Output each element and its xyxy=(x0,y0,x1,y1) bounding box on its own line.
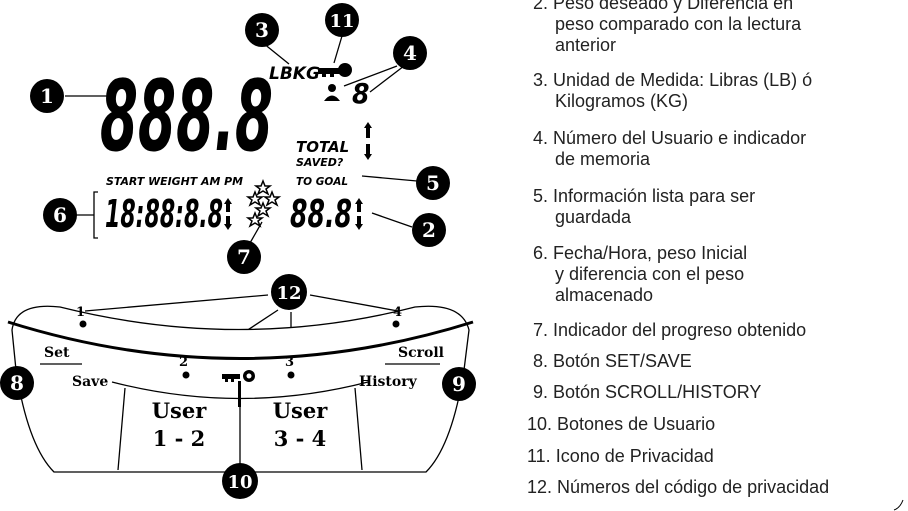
svg-text:10: 10 xyxy=(227,472,252,493)
callout-1: 1 xyxy=(30,79,64,113)
legend-item-3b: Kilogramos (KG) xyxy=(555,91,689,111)
callout-11: 11 xyxy=(325,3,359,37)
scroll-label: Scroll xyxy=(398,345,444,361)
legend-item-7: 7. Indicador del progreso obtenido xyxy=(533,320,807,340)
code-dot-3 xyxy=(287,371,295,379)
set-save-button[interactable]: Set Save xyxy=(40,345,108,390)
callout-3: 3 xyxy=(245,13,279,47)
svg-text:7: 7 xyxy=(237,245,251,269)
code-number-2: 2 xyxy=(179,355,188,370)
history-label: History xyxy=(359,374,418,390)
start-weight-ampm-label: START WEIGHT AM PM xyxy=(106,176,244,188)
saved-label: SAVED? xyxy=(296,156,344,169)
svg-text:8: 8 xyxy=(10,371,24,395)
total-label: TOTAL xyxy=(296,138,349,156)
scroll-history-button[interactable]: Scroll History xyxy=(359,345,444,390)
date-time-digits: 18:88:8.8 xyxy=(105,192,223,236)
callout-10: 10 xyxy=(222,463,258,499)
legend-item-10: 10. Botones de Usuario xyxy=(527,414,716,434)
code-number-1: 1 xyxy=(76,305,85,320)
progress-stars-icon xyxy=(245,178,282,228)
code-number-3: 3 xyxy=(285,355,294,370)
keypad: 1 2 3 4 Set Save Scroll History User xyxy=(7,305,474,473)
callout-6: 6 xyxy=(43,198,77,232)
callout-4: 4 xyxy=(393,36,427,70)
legend-item-2b: peso comparado con la lectura xyxy=(555,14,802,34)
svg-text:2: 2 xyxy=(422,218,436,242)
svg-text:4: 4 xyxy=(403,41,417,65)
code-dot-2 xyxy=(182,371,190,379)
svg-text:1: 1 xyxy=(40,84,54,108)
units-label: LBKG xyxy=(269,64,320,84)
callout-9: 9 xyxy=(442,367,476,401)
user12-line1: User xyxy=(152,398,207,423)
user34-line1: User xyxy=(273,398,328,423)
user-number-digit: 8 xyxy=(352,77,370,110)
code-dot-1 xyxy=(79,320,87,328)
legend-item-2a: 2. Peso deseado y Diferencia en xyxy=(533,0,794,13)
user-icon xyxy=(324,84,340,101)
trend-arrows-main xyxy=(364,122,372,160)
trend-arrows-right xyxy=(355,198,363,230)
corner-mark xyxy=(893,499,904,511)
callout-2: 2 xyxy=(412,213,446,247)
legend-item-6b: y diferencia con el peso xyxy=(555,264,745,284)
set-label: Set xyxy=(44,345,70,361)
trend-arrows-left xyxy=(224,198,232,230)
legend-item-5b: guardada xyxy=(555,207,632,227)
code-number-4: 4 xyxy=(393,305,402,320)
save-label: Save xyxy=(72,374,108,390)
callout-12: 12 xyxy=(271,274,307,310)
user12-line2: 1 - 2 xyxy=(153,426,206,451)
legend-item-5a: 5. Información lista para ser xyxy=(533,186,756,206)
legend-item-8: 8. Botón SET/SAVE xyxy=(533,351,692,371)
legend-item-11: 11. Icono de Privacidad xyxy=(527,446,714,466)
legend-item-9: 9. Botón SCROLL/HISTORY xyxy=(533,382,762,402)
svg-text:5: 5 xyxy=(426,171,440,195)
keypad-arc xyxy=(7,320,474,360)
date-area-bracket xyxy=(93,191,98,239)
to-goal-label: TO GOAL xyxy=(296,176,348,188)
user34-line2: 3 - 4 xyxy=(274,426,327,451)
svg-text:9: 9 xyxy=(452,372,466,396)
callout-7: 7 xyxy=(227,240,261,274)
code-dot-4 xyxy=(392,320,400,328)
lcd-display: 888.8 LBKG 8 TOTAL SAVED? START WEIGHT A… xyxy=(93,60,372,239)
svg-text:12: 12 xyxy=(276,283,301,304)
user-3-4-button[interactable]: User 3 - 4 xyxy=(273,398,328,451)
svg-text:3: 3 xyxy=(255,18,269,42)
main-weight-digits: 888.8 xyxy=(100,60,273,174)
svg-text:11: 11 xyxy=(329,11,354,32)
legend-item-4a: 4. Número del Usuario e indicador xyxy=(533,128,807,148)
callout-markers: 1 2 3 4 5 6 7 8 9 10 11 12 xyxy=(0,3,476,499)
legend-item-6c: almacenado xyxy=(555,285,654,305)
svg-text:6: 6 xyxy=(53,203,67,227)
legend-item-3a: 3. Unidad de Medida: Libras (LB) ó xyxy=(533,70,813,90)
legend-item-6a: 6. Fecha/Hora, peso Inicial xyxy=(533,243,748,263)
legend-item-2c: anterior xyxy=(555,35,617,55)
legend-item-4b: de memoria xyxy=(555,149,651,169)
user-1-2-button[interactable]: User 1 - 2 xyxy=(152,398,207,451)
callout-8: 8 xyxy=(0,366,34,400)
privacy-key-icon xyxy=(318,63,352,77)
legend-item-12: 12. Números del código de privacidad xyxy=(527,477,830,497)
callout-5: 5 xyxy=(416,166,450,200)
keypad-key-icon xyxy=(222,370,255,407)
goal-digits: 88.8 xyxy=(290,192,352,236)
